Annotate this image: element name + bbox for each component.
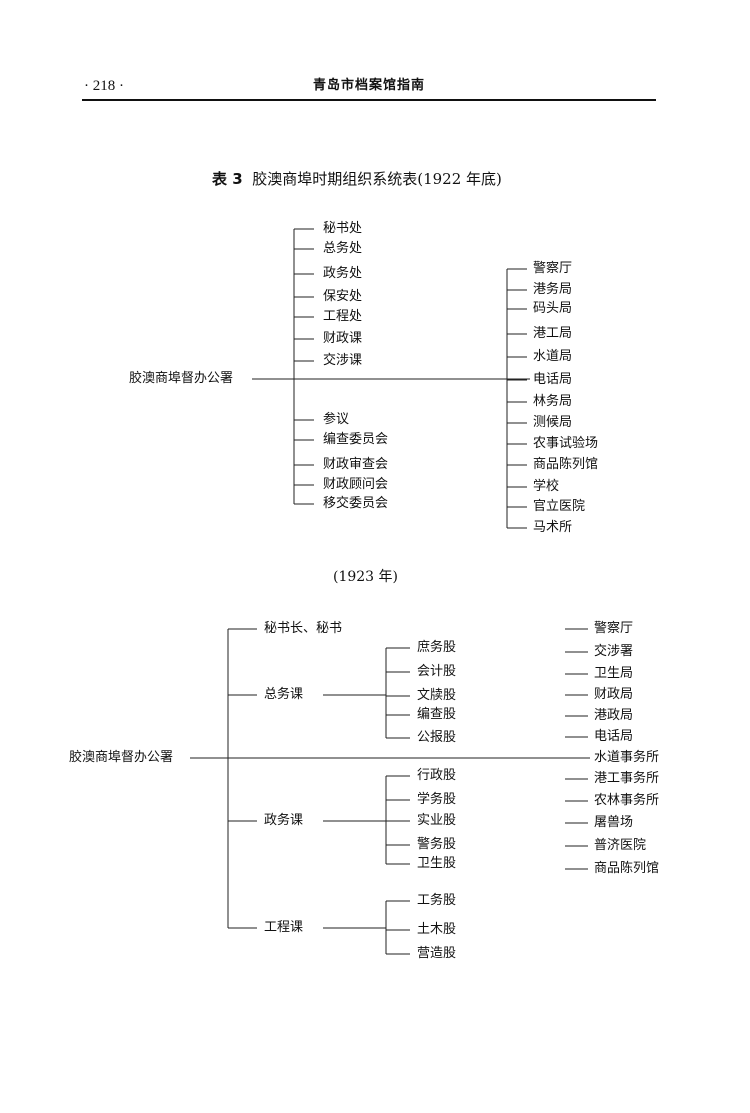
section: 工务股 [417, 893, 457, 908]
section: 编查股 [417, 707, 457, 722]
right-unit: 财政局 [594, 687, 634, 702]
right-unit: 测候局 [533, 415, 573, 430]
left-unit: 编查委员会 [323, 432, 389, 447]
right-unit: 马术所 [533, 520, 573, 535]
root-node: 胶澳商埠督办公署 [69, 750, 174, 765]
right-unit: 警察厅 [533, 261, 573, 276]
section: 行政股 [417, 768, 457, 783]
department: 政务课 [264, 813, 304, 828]
section: 庶务股 [417, 640, 457, 655]
section: 卫生股 [417, 856, 457, 871]
right-unit: 电话局 [533, 372, 573, 387]
table-title: 胶澳商埠时期组织系统表(1922 年底) [252, 170, 502, 188]
right-unit: 港工事务所 [594, 771, 660, 786]
right-unit: 交涉署 [594, 644, 634, 659]
section: 会计股 [417, 664, 457, 679]
right-unit: 农事试验场 [533, 436, 599, 451]
right-unit: 港工局 [533, 326, 573, 341]
left-unit: 财政审查会 [323, 457, 389, 472]
section: 土木股 [417, 922, 457, 937]
secretary-unit: 秘书长、秘书 [264, 621, 343, 636]
right-unit: 码头局 [533, 301, 573, 316]
left-unit: 保安处 [323, 289, 363, 304]
section: 警务股 [417, 837, 457, 852]
right-unit: 水道局 [533, 349, 573, 364]
department: 总务课 [264, 687, 304, 702]
right-unit: 林务局 [533, 394, 573, 409]
left-unit: 工程处 [323, 309, 363, 324]
right-unit: 屠兽场 [594, 815, 634, 830]
left-unit: 财政顾问会 [323, 477, 389, 492]
right-unit: 港务局 [533, 282, 573, 297]
left-unit: 秘书处 [323, 221, 363, 236]
right-unit: 官立医院 [533, 499, 586, 514]
table-number: 表 3 [212, 170, 243, 188]
right-unit: 卫生局 [594, 666, 634, 681]
book-title: 青岛市档案馆指南 [313, 78, 426, 93]
left-unit: 参议 [323, 412, 350, 427]
section: 学务股 [417, 792, 457, 807]
section: 公报股 [417, 730, 457, 745]
header-rule [82, 99, 656, 101]
right-unit: 普济医院 [594, 838, 647, 853]
right-unit: 学校 [533, 479, 560, 494]
page-number: · 218 · [84, 78, 124, 94]
left-unit: 财政课 [323, 331, 363, 346]
left-unit: 移交委员会 [323, 496, 389, 511]
right-unit: 港政局 [594, 708, 634, 723]
root-node: 胶澳商埠督办公署 [129, 371, 234, 386]
department: 工程课 [264, 920, 304, 935]
right-unit: 商品陈列馆 [594, 861, 660, 876]
right-unit: 农林事务所 [594, 793, 660, 808]
right-unit: 电话局 [594, 729, 634, 744]
left-unit: 交涉课 [323, 353, 363, 368]
right-unit: 商品陈列馆 [533, 457, 599, 472]
right-unit: 水道事务所 [594, 750, 660, 765]
left-unit: 总务处 [323, 241, 363, 256]
section: 文牍股 [417, 688, 457, 703]
right-unit: 警察厅 [594, 621, 634, 636]
section: 实业股 [417, 813, 457, 828]
table-caption: 表 3 胶澳商埠时期组织系统表(1922 年底) [212, 172, 502, 187]
left-unit: 政务处 [323, 266, 363, 281]
section: 营造股 [417, 946, 457, 961]
table2-caption: (1923 年) [333, 569, 399, 585]
